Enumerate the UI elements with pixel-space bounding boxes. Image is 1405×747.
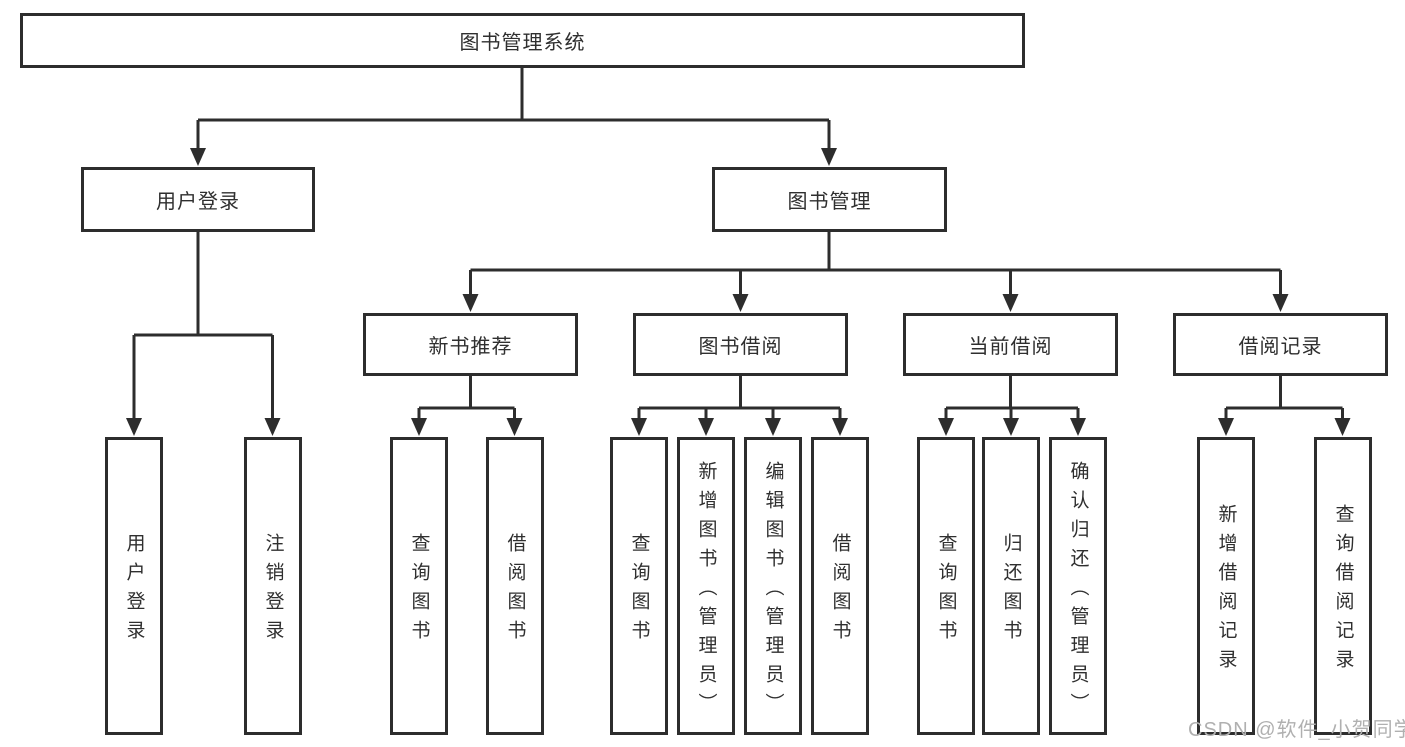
node-book-borrowing: 图书借阅 [633,313,848,376]
leaf-logout: 注销登录 [244,437,302,735]
leaf-borrow-books: 借阅图书 [486,437,544,735]
leaf-add-borrow-record: 新增借阅记录 [1197,437,1255,735]
leaf-borrow-books: 借阅图书 [811,437,869,735]
leaf-add-book-admin: 新增图书（管理员） [677,437,735,735]
node-library-system: 图书管理系统 [20,13,1025,68]
leaf-return-book: 归还图书 [982,437,1040,735]
leaf-user-login: 用户登录 [105,437,163,735]
node-current-borrowing: 当前借阅 [903,313,1118,376]
node-new-book-recommend: 新书推荐 [363,313,578,376]
arrowheads [126,148,1351,436]
leaf-query-borrow-record: 查询借阅记录 [1314,437,1372,735]
leaf-query-books: 查询图书 [610,437,668,735]
leaf-query-books: 查询图书 [390,437,448,735]
node-user-login: 用户登录 [81,167,315,232]
node-borrowing-records: 借阅记录 [1173,313,1388,376]
csdn-watermark: CSDN @软件_小贺同学 [1188,719,1405,741]
leaf-query-books: 查询图书 [917,437,975,735]
node-book-management: 图书管理 [712,167,947,232]
leaf-edit-book-admin: 编辑图书（管理员） [744,437,802,735]
leaf-confirm-return-admin: 确认归还（管理员） [1049,437,1107,735]
